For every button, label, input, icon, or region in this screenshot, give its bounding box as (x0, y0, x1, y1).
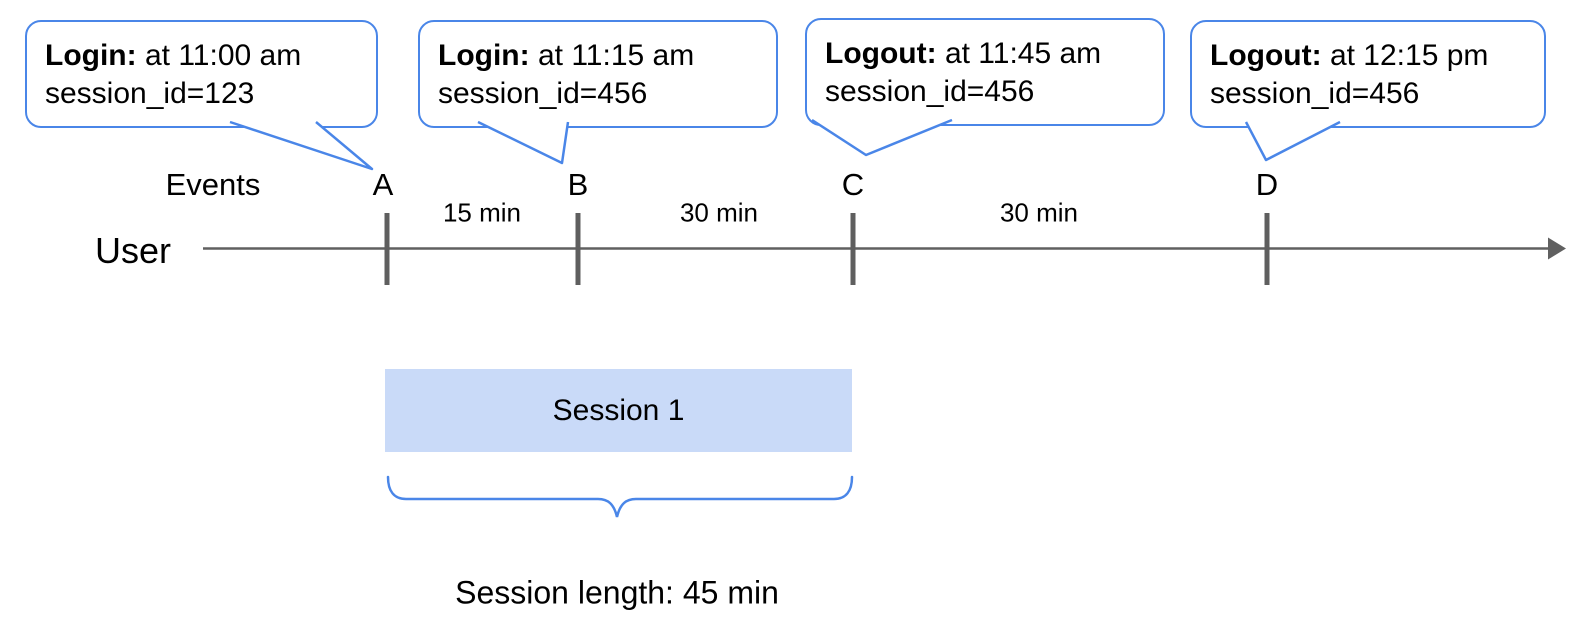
session-length-label: Session length: 45 min (455, 574, 779, 611)
callout-text: Logout: at 11:45 am session_id=456 (807, 20, 1163, 111)
callout-text: Login: at 11:00 am session_id=123 (27, 22, 376, 113)
callout-session-id: session_id=123 (45, 77, 255, 110)
callout-time: at 11:15 am (537, 39, 695, 72)
user-axis-label: User (95, 230, 172, 271)
callout-logout-c: Logout: at 11:45 am session_id=456 (805, 18, 1165, 126)
callout-text: Login: at 11:15 am session_id=456 (420, 22, 776, 113)
session-1-box: Session 1 (385, 369, 852, 452)
callout-event-type: Logout: (1210, 39, 1322, 72)
callout-line1: Logout: at 11:45 am (825, 35, 1153, 73)
callout-line1: Login: at 11:00 am (45, 37, 366, 75)
event-marker-d: D (1255, 167, 1279, 202)
callout-event-type: Login: (438, 39, 530, 72)
events-label: Events (165, 167, 261, 202)
event-marker-c: C (841, 167, 865, 202)
callout-logout-d: Logout: at 12:15 pm session_id=456 (1190, 20, 1546, 128)
event-marker-a: A (372, 167, 394, 202)
callout-session-id: session_id=456 (438, 77, 648, 110)
interval-b-c: 30 min (679, 197, 759, 228)
interval-a-b: 15 min (442, 197, 522, 228)
callout-session-id: session_id=456 (1210, 77, 1420, 110)
callout-event-type: Login: (45, 39, 137, 72)
callout-text: Logout: at 12:15 pm session_id=456 (1192, 22, 1544, 113)
event-marker-b: B (567, 167, 589, 202)
timeline-arrowhead-icon (1548, 237, 1566, 260)
session-1-label: Session 1 (552, 393, 685, 427)
callout-tail-a (229, 120, 374, 171)
callout-line1: Login: at 11:15 am (438, 37, 766, 75)
callout-line1: Logout: at 12:15 pm (1210, 37, 1534, 75)
callout-event-type: Logout: (825, 37, 937, 70)
session-length-brace (386, 475, 854, 518)
callout-time: at 11:45 am (944, 37, 1102, 70)
callout-time: at 11:00 am (144, 39, 302, 72)
callout-session-id: session_id=456 (825, 75, 1035, 108)
callout-login-b: Login: at 11:15 am session_id=456 (418, 20, 778, 128)
callout-time: at 12:15 pm (1329, 39, 1489, 72)
callout-login-a: Login: at 11:00 am session_id=123 (25, 20, 378, 128)
callout-tail-b (477, 120, 570, 165)
interval-c-d: 30 min (999, 197, 1079, 228)
